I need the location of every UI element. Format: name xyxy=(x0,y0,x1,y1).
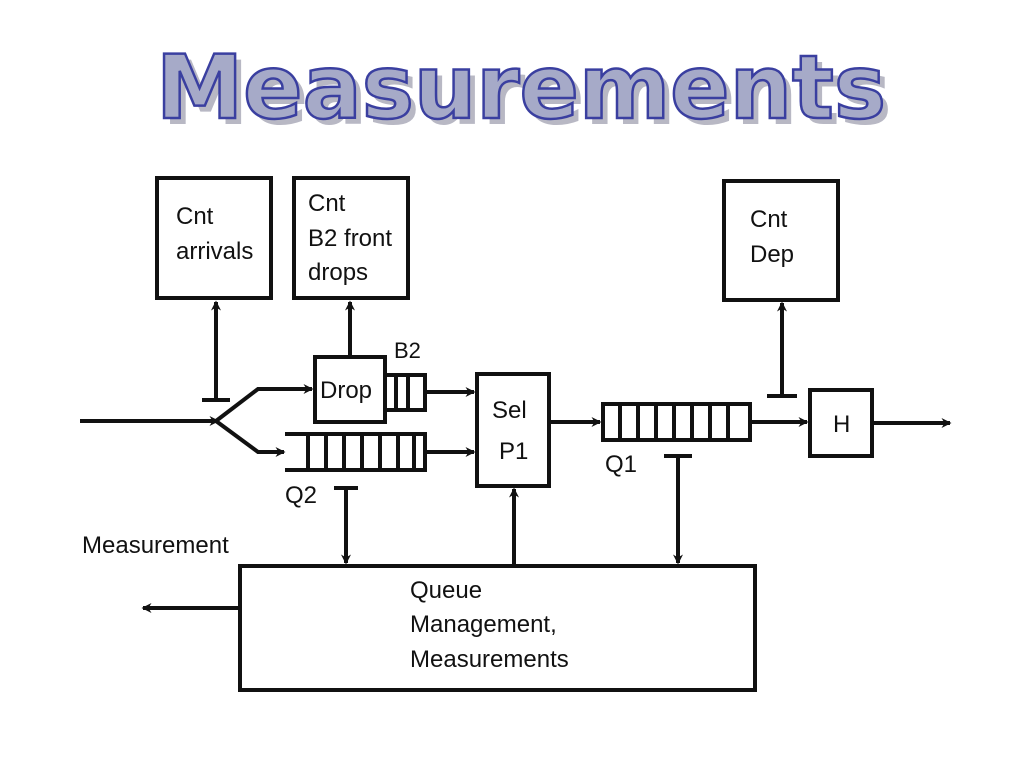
selector-label: Sel P1 xyxy=(492,397,533,465)
h-label: H xyxy=(833,411,850,438)
split-to-q2-arrow xyxy=(214,419,286,457)
slide-title: Measurements xyxy=(156,36,886,139)
q1-label: Q1 xyxy=(605,451,637,478)
selector-box xyxy=(475,372,551,488)
q2-buffer xyxy=(285,432,427,472)
cnt-arrivals-box xyxy=(155,176,273,300)
cnt-arrivals-label: Cnt arrivals xyxy=(176,203,253,265)
cnt-front-drops-box xyxy=(292,176,410,300)
cnt-front-drops-label: Cnt B2 front drops xyxy=(308,190,399,286)
h-box xyxy=(808,388,874,458)
b2-label: B2 xyxy=(394,338,421,363)
cnt-dep-box xyxy=(722,179,840,302)
drop-label: Drop xyxy=(320,377,372,404)
split-to-drop-arrow xyxy=(214,384,314,423)
queue-management-label: Queue Management, Measurements xyxy=(410,577,569,673)
q1-buffer xyxy=(601,402,752,442)
q2-label: Q2 xyxy=(285,482,317,509)
queue-management-box xyxy=(238,564,757,692)
measurement-label: Measurement xyxy=(82,532,229,559)
b2-buffer xyxy=(386,373,427,412)
slide-title-shadow: Measurements xyxy=(162,42,892,145)
cnt-dep-label: Cnt Dep xyxy=(750,206,794,268)
drop-box xyxy=(313,355,387,424)
